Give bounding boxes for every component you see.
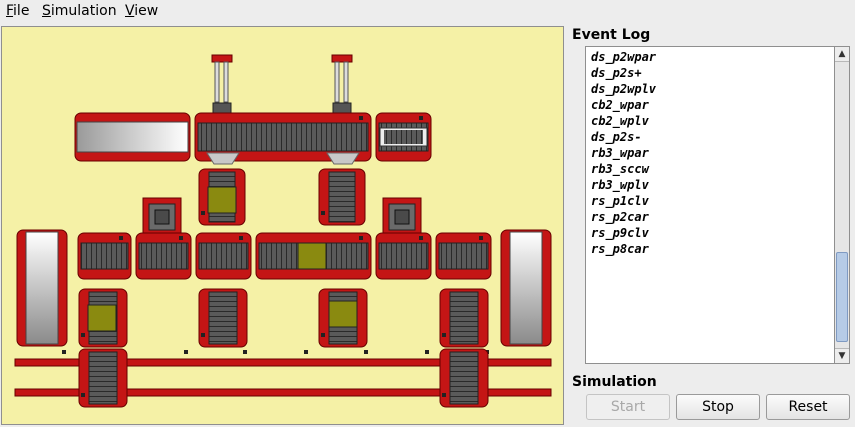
- sensor-dot: [81, 393, 85, 397]
- sensor-dot: [442, 393, 446, 397]
- sensor-dot: [442, 333, 446, 337]
- piston-head: [212, 102, 232, 114]
- sensor-dot: [184, 350, 188, 354]
- piston-cap: [211, 54, 233, 63]
- event-log-entry[interactable]: cb2_wplv: [591, 114, 649, 128]
- sensor-dot: [419, 116, 423, 120]
- event-log-scrollbar[interactable]: ▲ ▼: [835, 46, 850, 364]
- scroll-down-icon[interactable]: ▼: [835, 348, 849, 363]
- sensor-dot: [62, 350, 66, 354]
- event-log-title: Event Log: [572, 27, 651, 43]
- event-log-entry[interactable]: cb2_wpar: [591, 98, 649, 112]
- rail: [14, 388, 552, 397]
- sensor-dot: [201, 333, 205, 337]
- sensor-dot: [359, 236, 363, 240]
- sensor-dot: [359, 116, 363, 120]
- event-log-entry[interactable]: ds_p2wplv: [591, 82, 657, 96]
- piston-head: [332, 102, 352, 114]
- scroll-up-icon[interactable]: ▲: [835, 47, 849, 62]
- sensor-dot: [179, 236, 183, 240]
- sensor-dot: [479, 236, 483, 240]
- menu-simulation[interactable]: Simulation: [42, 3, 117, 19]
- conveyor-belt: [80, 242, 129, 270]
- conveyor-belt: [438, 242, 489, 270]
- machine-tool: [154, 209, 170, 225]
- piston-rod: [223, 61, 229, 103]
- simulation-canvas[interactable]: [1, 26, 564, 425]
- rail: [14, 358, 552, 367]
- event-log-list[interactable]: ds_p2wpar ds_p2s+ ds_p2wplv cb2_wpar cb2_wpl…: [585, 46, 835, 364]
- event-log-entry[interactable]: rs_p9clv: [591, 226, 649, 240]
- piston-rod: [214, 61, 220, 103]
- piston-cap: [331, 54, 353, 63]
- reset-button[interactable]: Reset: [766, 394, 850, 420]
- event-log-entry[interactable]: rb3_sccw: [591, 162, 649, 176]
- event-log-entry[interactable]: ds_p2s-: [591, 130, 642, 144]
- sensor-dot: [425, 350, 429, 354]
- workpiece: [328, 300, 358, 328]
- workpiece: [207, 186, 237, 214]
- event-log-entry[interactable]: rb3_wplv: [591, 178, 649, 192]
- roller: [76, 121, 189, 153]
- roller: [25, 231, 59, 345]
- conveyor-belt: [449, 291, 479, 345]
- sensor-dot: [321, 333, 325, 337]
- sensor-dot: [304, 350, 308, 354]
- sensor-dot: [243, 350, 247, 354]
- conveyor-belt: [88, 351, 118, 405]
- start-button[interactable]: Start: [586, 394, 670, 420]
- conveyor-belt: [449, 351, 479, 405]
- roller: [509, 231, 543, 345]
- menu-bar: File Simulation View: [0, 0, 855, 24]
- plant-diagram: [14, 54, 552, 408]
- conveyor-belt: [198, 242, 249, 270]
- sensor-dot: [81, 333, 85, 337]
- pusher-plate: [326, 152, 360, 165]
- sensor-dot: [419, 236, 423, 240]
- event-log-entry[interactable]: rs_p2car: [591, 210, 649, 224]
- conveyor-belt: [328, 171, 356, 223]
- event-log-entries: ds_p2wpar ds_p2s+ ds_p2wplv cb2_wpar cb2_wpl…: [586, 47, 834, 257]
- simulation-section-title: Simulation: [572, 374, 657, 390]
- sensor-dot: [364, 350, 368, 354]
- event-log-entry[interactable]: rb3_wpar: [591, 146, 649, 160]
- pusher-plate: [206, 152, 240, 165]
- conveyor-belt: [208, 291, 238, 345]
- menu-file[interactable]: File: [6, 3, 30, 19]
- event-log-entry[interactable]: rs_p8car: [591, 242, 649, 256]
- conveyor-belt: [197, 122, 369, 152]
- event-log-entry[interactable]: rs_p1clv: [591, 194, 649, 208]
- machine-tool: [394, 209, 410, 225]
- sensor-dot: [201, 211, 205, 215]
- menu-view[interactable]: View: [125, 3, 159, 19]
- conveyor-belt: [138, 242, 189, 270]
- workpiece: [297, 242, 327, 270]
- event-log-entry[interactable]: ds_p2wpar: [591, 50, 657, 64]
- scroll-thumb[interactable]: [836, 252, 848, 342]
- conveyor-belt: [384, 130, 423, 144]
- sensor-dot: [119, 236, 123, 240]
- sensor-dot: [321, 211, 325, 215]
- piston-rod: [334, 61, 340, 103]
- stop-button[interactable]: Stop: [676, 394, 760, 420]
- event-log-entry[interactable]: ds_p2s+: [591, 66, 642, 80]
- workpiece: [87, 304, 117, 332]
- piston-rod: [343, 61, 349, 103]
- sensor-dot: [239, 236, 243, 240]
- conveyor-belt: [378, 242, 429, 270]
